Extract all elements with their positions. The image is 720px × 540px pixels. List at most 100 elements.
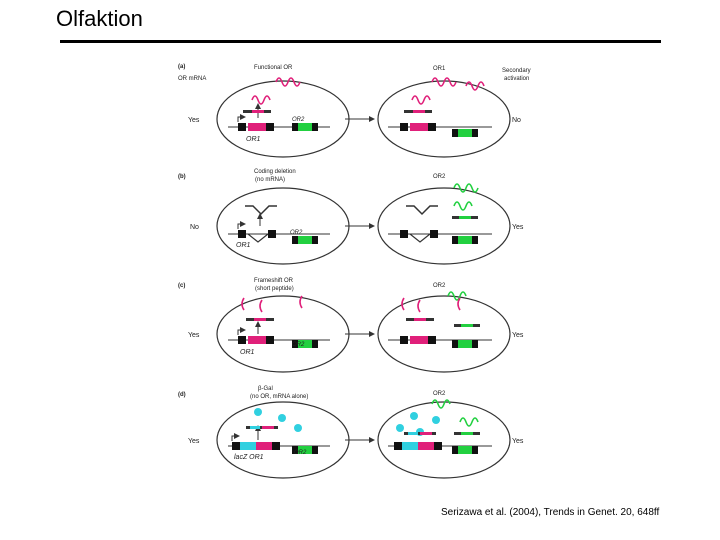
mrna-or1-segment — [414, 318, 426, 321]
or1-gene-box — [256, 442, 272, 450]
panel-b-left-cell — [216, 187, 350, 265]
panel-d-tag: (d) — [178, 392, 186, 398]
promoter-arrow-icon — [231, 433, 240, 441]
or1-gene-box — [410, 123, 428, 131]
or2-gene-box — [458, 129, 472, 137]
or2-promoter-box — [452, 236, 458, 244]
mrna-or2-segment — [459, 216, 471, 219]
or2-promoter-box — [292, 446, 298, 454]
panel-a-gene1-label: OR1 — [246, 136, 261, 143]
or1-gene-box — [248, 336, 266, 344]
lcr-box — [400, 230, 408, 238]
deleted-mrna-icon — [406, 205, 438, 216]
or2-terminator-box — [312, 340, 318, 348]
or1-terminator-box — [434, 442, 442, 450]
or2-gene-box — [298, 123, 312, 131]
or2-promoter-box — [452, 446, 458, 454]
beta-gal-icon — [278, 414, 286, 422]
mrna-lacz-segment — [250, 426, 260, 429]
lcr-box — [394, 442, 402, 450]
panel-a-left-header-1: Functional OR — [254, 65, 293, 71]
panel-b-right-cell — [377, 187, 511, 265]
mrna-lacz-segment — [408, 432, 418, 435]
panel-a-left-label: Yes — [188, 117, 200, 124]
or2-gene-box — [298, 340, 312, 348]
panel-c-left-header-2: (short peptide) — [255, 286, 294, 292]
or2-gene-box — [298, 446, 312, 454]
or2-gene-box — [458, 236, 472, 244]
panel-b-left-header-2: (no mRNA) — [255, 177, 285, 183]
panel-c-tag: (c) — [178, 283, 185, 289]
or1-terminator-box — [428, 336, 436, 344]
panel-c-right-label: Yes — [512, 332, 524, 339]
or2-receptor-icon — [447, 291, 467, 301]
or2-terminator-box — [472, 446, 478, 454]
panel-d-gene2-label: OR2 — [294, 450, 307, 456]
short-peptide-icon — [299, 295, 303, 309]
panel-c-gene1-label: OR1 — [240, 349, 255, 356]
lcr-box — [238, 123, 246, 131]
panel-a-left-header-2: OR mRNA — [178, 76, 206, 82]
beta-gal-icon — [396, 424, 404, 432]
or2-protein-icon — [453, 201, 473, 211]
beta-gal-icon — [294, 424, 302, 432]
lcr-box — [238, 336, 246, 344]
panel-a-tag: (a) — [178, 64, 185, 70]
or1-terminator-box — [272, 442, 280, 450]
lacz-gene-box — [240, 442, 256, 450]
panel-d-left-label: Yes — [188, 438, 200, 445]
or1-terminator-box — [266, 123, 274, 131]
or1-receptor-icon — [275, 77, 301, 87]
or2-promoter-box — [292, 123, 298, 131]
panel-d-left-header-1: β-Gal — [258, 386, 273, 392]
or2-terminator-box — [472, 236, 478, 244]
lcr-box — [400, 336, 408, 344]
panel-d-right-label: Yes — [512, 438, 524, 445]
or2-gene-box — [458, 340, 472, 348]
or1-gene-box — [248, 123, 266, 131]
panel-c-gene2-label: OR2 — [292, 342, 305, 348]
mrna-or2-segment — [461, 432, 473, 435]
deletion-icon — [247, 233, 269, 243]
mrna-or2-segment — [461, 324, 473, 327]
panel-b-right-label: Yes — [512, 224, 524, 231]
panel-d-left-cell — [216, 401, 350, 479]
lcr-box — [238, 230, 246, 238]
beta-gal-icon — [254, 408, 262, 416]
or1-receptor-icon — [431, 77, 457, 87]
panel-a-right-header: OR1 — [433, 66, 446, 72]
or2-terminator-box — [472, 129, 478, 137]
panel-c: (c) Frameshift OR (short peptide) Yes OR… — [178, 278, 524, 373]
promoter-arrow-icon — [237, 221, 246, 229]
promoter-arrow-icon — [237, 114, 246, 122]
beta-gal-icon — [410, 412, 418, 420]
panel-c-right-header: OR2 — [433, 283, 446, 289]
panel-b-left-label: No — [190, 224, 199, 231]
panel-b-gene1-label: OR1 — [236, 242, 251, 249]
short-peptide-icon — [241, 297, 245, 311]
panel-c-left-header-1: Frameshift OR — [254, 278, 294, 284]
panel-c-left-label: Yes — [188, 332, 200, 339]
panel-b: (b) Coding deletion (no mRNA) No OR1 OR2… — [178, 169, 524, 265]
or1-terminator-box — [268, 230, 276, 238]
or2-terminator-box — [312, 446, 318, 454]
panel-a: (a) Functional OR OR mRNA Yes OR1 OR2 OR… — [178, 64, 531, 158]
mrna-or1-segment — [420, 432, 432, 435]
panel-c-right-cell — [377, 295, 511, 373]
panel-a-left-cell — [216, 80, 350, 158]
or2-promoter-box — [292, 236, 298, 244]
or2-receptor-icon — [431, 399, 451, 409]
panel-b-tag: (b) — [178, 174, 186, 180]
short-peptide-icon — [401, 297, 405, 311]
or1-gene-box — [410, 336, 428, 344]
or2-terminator-box — [472, 340, 478, 348]
short-peptide-icon — [259, 299, 263, 313]
or1-protein-icon — [251, 95, 271, 105]
or2-terminator-box — [312, 123, 318, 131]
mrna-or1-segment — [262, 426, 274, 429]
panel-d: (d) β-Gal (no OR, mRNA alone) Yes lacZ O… — [178, 386, 524, 479]
mrna-or1-segment — [252, 110, 264, 113]
panel-a-gene2-label: OR2 — [292, 117, 305, 123]
citation: Serizawa et al. (2004), Trends in Genet.… — [441, 507, 660, 518]
